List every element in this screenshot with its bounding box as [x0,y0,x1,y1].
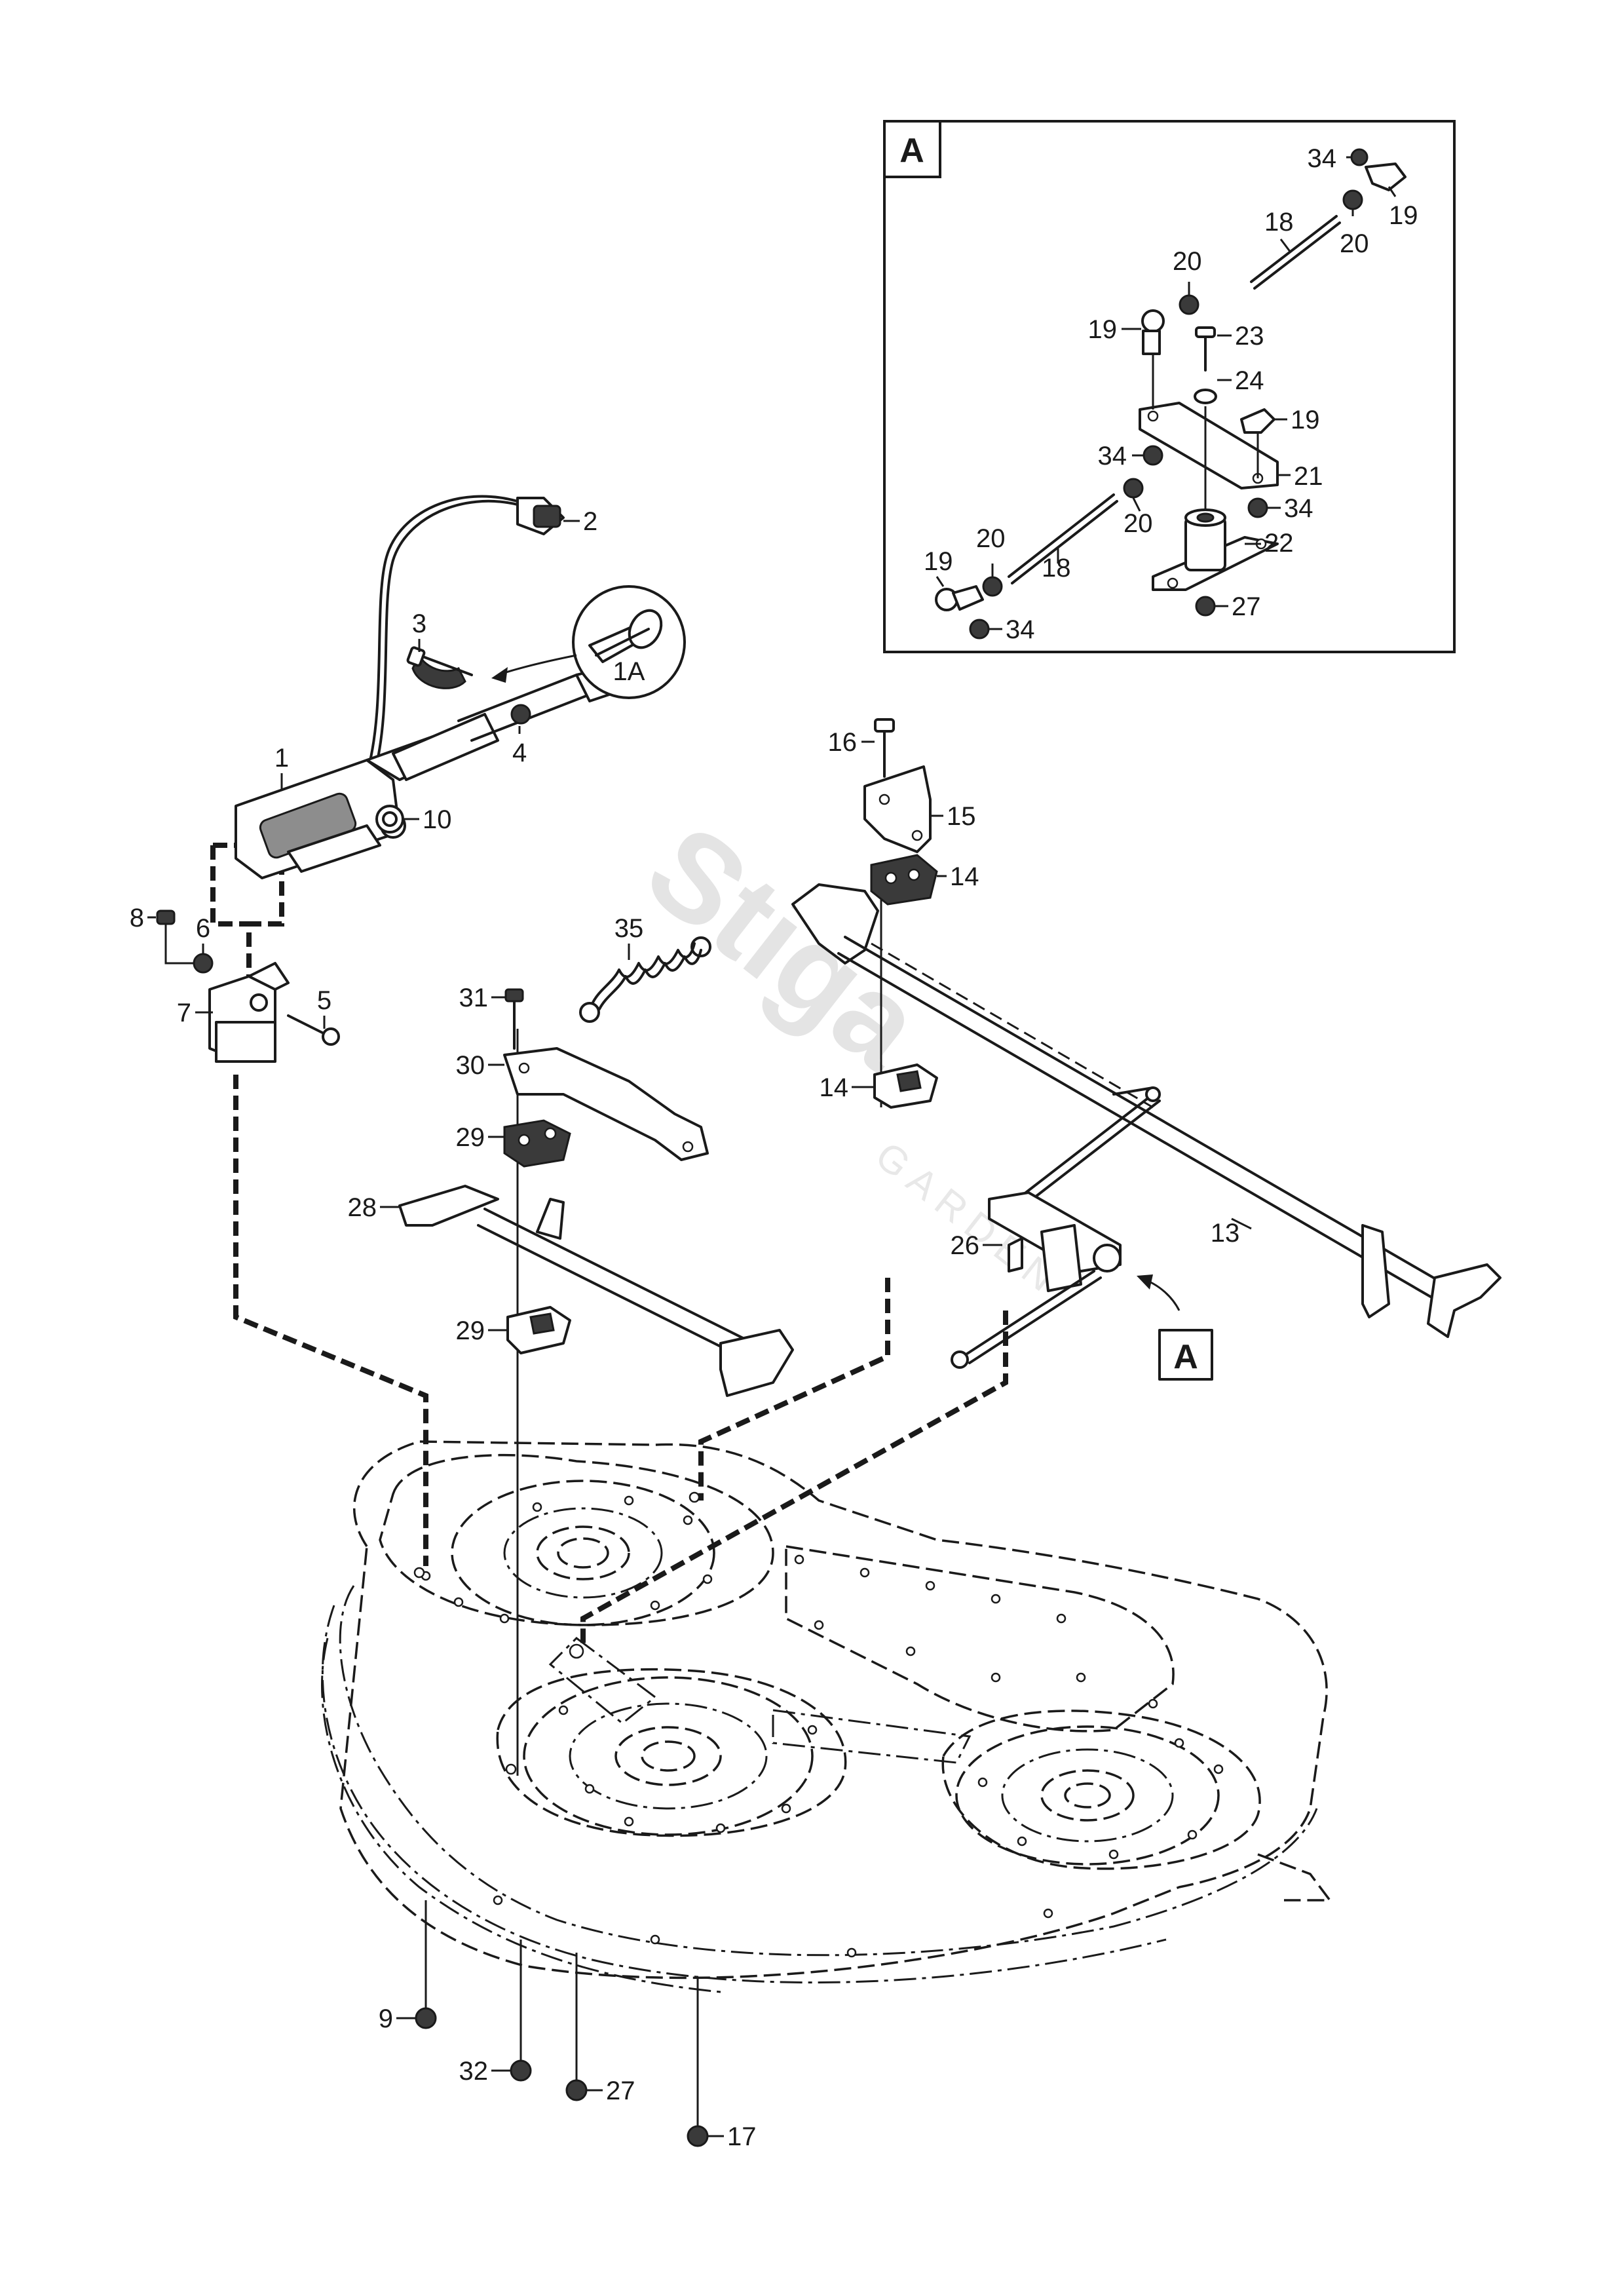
main-callouts: 2 3 1A 4 1 10 8 6 5 7 16 15 14 35 31 30 … [130,507,1240,2151]
nut-6 [193,953,214,974]
callout-29: 29 [456,1123,485,1152]
bolt-8 [156,909,203,965]
callout-19: 19 [924,547,953,576]
spring-35 [579,936,711,1023]
bracket-30 [503,1047,709,1161]
nut-4 [510,704,531,725]
linkage-assembly [951,1086,1180,1369]
callout-16: 16 [828,728,858,757]
main-leaders [147,520,1252,2137]
detail-pointer-label: A [1173,1338,1198,1376]
bolt-31 [504,988,524,1050]
cutting-deck [321,1440,1332,1993]
callout-9: 9 [379,2004,393,2033]
callout-10: 10 [423,805,452,834]
callout-34: 34 [1098,442,1127,470]
callout-24: 24 [1235,366,1264,395]
plate-15 [863,765,932,853]
lift-shaft-13 [791,883,1501,1338]
callout-19: 19 [1088,315,1118,344]
callout-13: 13 [1211,1219,1240,1248]
callout-35: 35 [614,914,644,943]
callout-3: 3 [412,609,426,638]
bracket-7 [208,962,290,1063]
callout-18: 18 [1264,208,1294,237]
callout-21: 21 [1294,462,1323,491]
bolt-16 [874,718,895,778]
callout-22: 22 [1264,529,1294,558]
detail-leaders [935,156,1397,630]
deck-bottom-nuts [415,1900,709,2147]
callout-32: 32 [459,2057,489,2086]
cable-clip-10 [375,805,404,833]
callout-27: 27 [1232,592,1261,621]
callout-14: 14 [820,1073,849,1102]
callout-4: 4 [512,738,527,767]
callout-15: 15 [947,802,976,831]
callout-28: 28 [348,1193,377,1222]
callout-18: 18 [1042,554,1071,583]
callout-31: 31 [459,984,489,1012]
detail-box-a: A [883,120,1456,653]
bolt-5 [287,1014,340,1046]
detail-box-label: A [899,132,924,170]
callout-34: 34 [1308,144,1337,173]
callout-7: 7 [177,999,191,1027]
callout-20: 20 [1173,247,1202,276]
callout-30: 30 [456,1051,485,1080]
callout-20: 20 [1124,509,1153,538]
callout-1A: 1A [613,657,645,686]
detail-callouts: 34 19 18 20 20 19 23 24 19 34 21 20 34 2… [924,144,1418,644]
callout-5: 5 [317,986,331,1015]
block-14-lower [873,1063,938,1109]
callout-27: 27 [606,2076,635,2105]
pedal-28 [398,1185,794,1397]
callout-26: 26 [951,1231,980,1260]
callout-34: 34 [1284,494,1313,523]
detail-pointer-a: A [1158,1329,1213,1381]
callout-19: 19 [1389,201,1418,230]
callout-17: 17 [727,2122,757,2151]
callout-19: 19 [1291,406,1320,434]
callout-20: 20 [976,524,1006,553]
bracket-29-lower [506,1306,571,1354]
callout-23: 23 [1235,322,1264,351]
block-14-upper [870,854,938,906]
callout-29: 29 [456,1316,485,1345]
callout-1: 1 [274,744,289,773]
assembly-lines [210,843,1154,1776]
deck-holes [413,1491,1224,1958]
callout-20: 20 [1340,229,1369,258]
callout-8: 8 [130,904,144,932]
connector-detail-1A [491,585,686,699]
callout-6: 6 [196,914,210,943]
callout-2: 2 [583,507,597,536]
callout-34: 34 [1006,615,1035,644]
bracket-29-upper [503,1119,571,1168]
callout-14: 14 [950,862,979,891]
